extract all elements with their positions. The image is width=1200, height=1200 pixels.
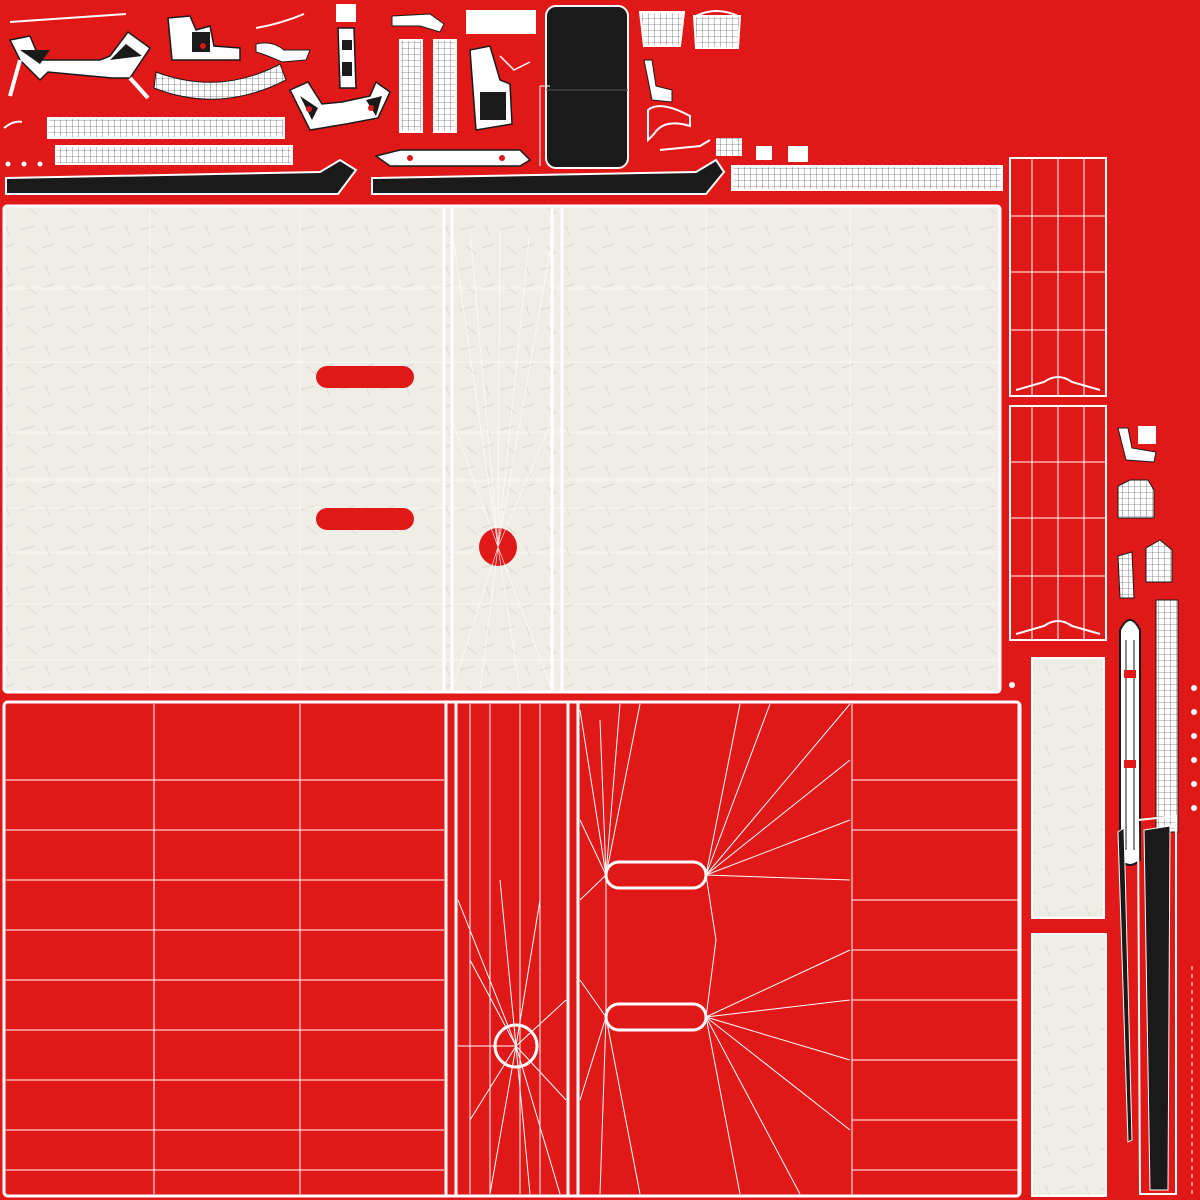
paper-ray-line [479, 546, 499, 691]
wire-ray-line [469, 959, 517, 1047]
wire-slot-upper [604, 860, 708, 890]
wire-ray-line [605, 1016, 641, 1195]
spine-strip-lower [1009, 405, 1107, 641]
wire-ray-line [705, 703, 771, 876]
wire-ray-line [499, 879, 517, 1047]
wire-panel-bottom [2, 700, 1022, 1198]
wire-ray-line [515, 1045, 567, 1101]
paper-ray-line [451, 546, 499, 691]
paper-ray-line [497, 546, 521, 691]
paper-ray-line [497, 229, 531, 548]
wire-ray-line [605, 703, 621, 876]
wire-slot-lower [604, 1002, 708, 1032]
wire-ray-line [579, 874, 607, 901]
spine-strip-upper [1009, 157, 1107, 397]
wire-ray-line [705, 703, 741, 876]
wire-ray-line [579, 979, 607, 1018]
wire-ray-line [469, 1045, 517, 1121]
wire-ray-line [579, 819, 607, 876]
wire-ray-line [515, 1045, 531, 1195]
wire-ray-line [705, 939, 717, 1018]
paper-ray-line [497, 229, 501, 548]
wire-ray-line [705, 1016, 801, 1195]
wire-ray-line [489, 1045, 517, 1195]
paper-ray-line [469, 229, 499, 548]
punch-slot-lower [316, 508, 414, 530]
wire-ray-line [705, 1016, 851, 1061]
paper-strip-upper [1031, 657, 1105, 919]
wire-ray-line [705, 949, 851, 1018]
wire-ray-line [515, 999, 567, 1047]
punch-slot-upper [316, 366, 414, 388]
wire-ray-line [705, 1016, 851, 1131]
wire-ray-line [515, 899, 541, 1047]
paper-ray-line [451, 229, 499, 548]
wire-ray-line [705, 874, 851, 881]
wire-ray-line [579, 1016, 607, 1101]
paper-ray-line [497, 239, 553, 548]
wire-ray-line [705, 759, 851, 876]
dark-panel [545, 5, 629, 169]
wire-ray-line [705, 999, 851, 1018]
wire-ray-line [579, 709, 607, 876]
paper-ray-line [497, 546, 553, 691]
wire-ray-line [705, 1016, 741, 1195]
wire-ray-line [705, 819, 851, 876]
wire-ray-line [705, 874, 717, 941]
wire-ray-line [599, 1016, 607, 1195]
wire-ray-line [515, 1045, 561, 1195]
wire-ray-line [605, 703, 641, 876]
wire-ray-line [599, 719, 607, 876]
paper-ray-line [451, 419, 499, 548]
wire-ray-line [457, 899, 517, 1047]
paper-strip-lower [1031, 933, 1107, 1197]
paper-ray-line [497, 419, 553, 548]
small-parts-top [3, 4, 1003, 195]
wire-ray-line [705, 703, 851, 876]
small-parts-right [1009, 426, 1197, 1196]
paper-panel-top [2, 204, 1002, 694]
